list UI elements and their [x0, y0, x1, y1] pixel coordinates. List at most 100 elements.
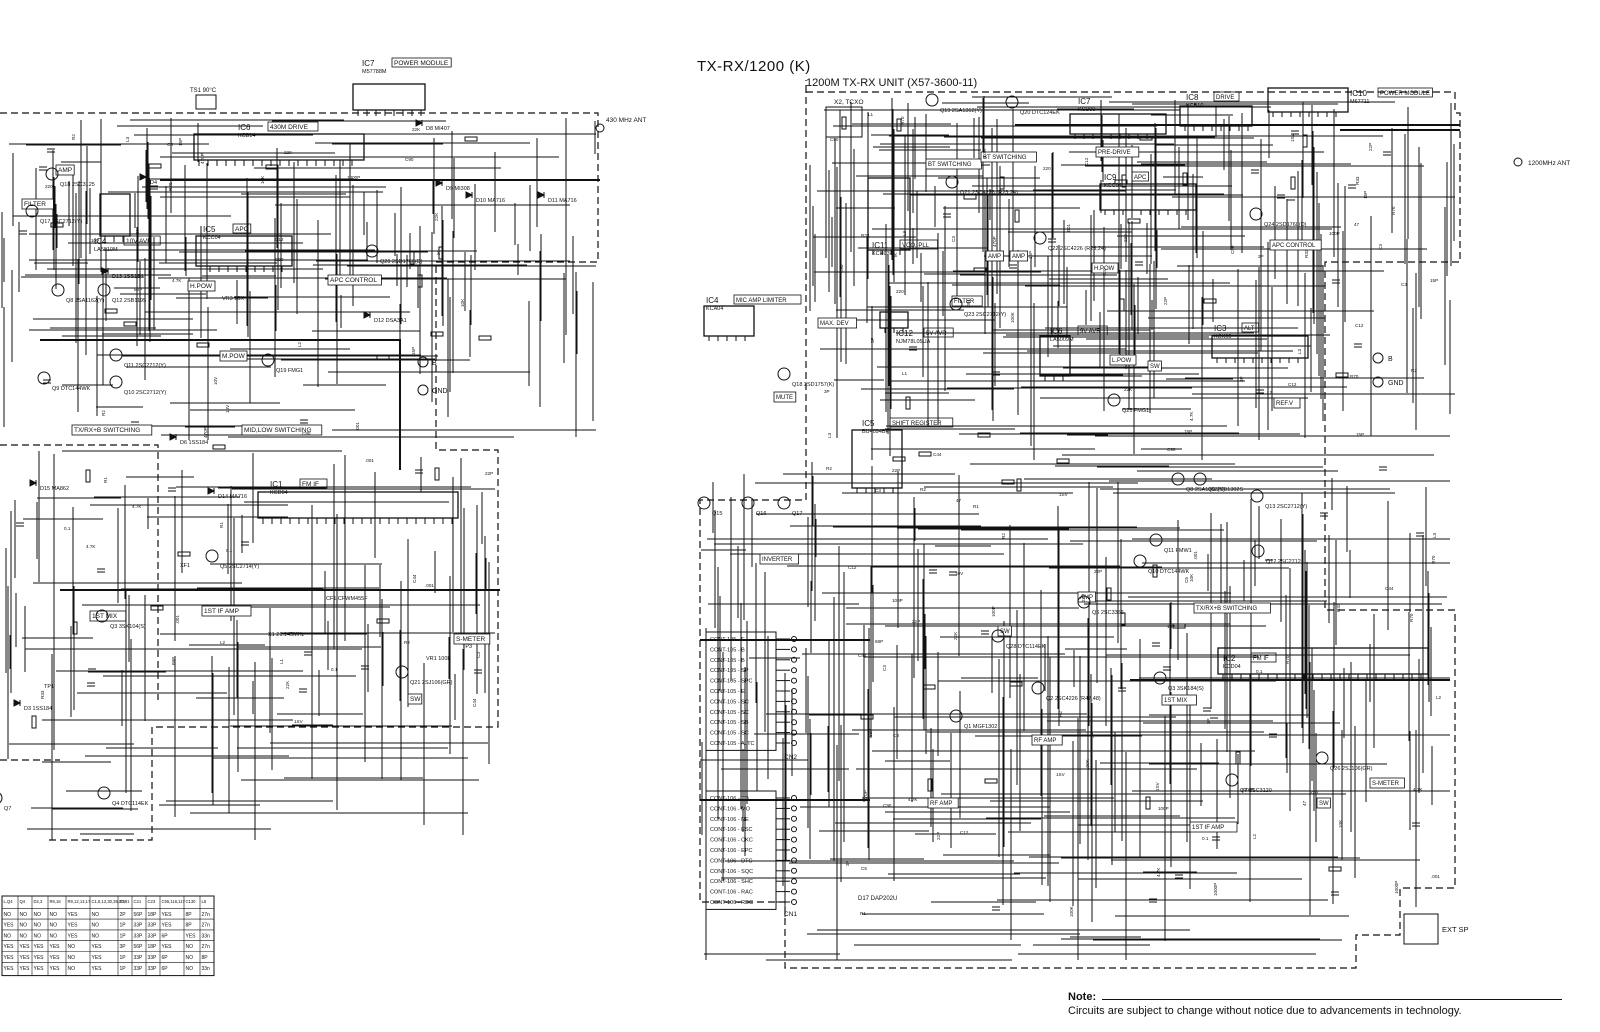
component-value-text: 22P	[1081, 594, 1086, 602]
component-value-text: R1	[219, 522, 224, 528]
left-transistor-label: Q8 2SA1162(Y)	[66, 298, 105, 304]
variant-table-cell: NO	[186, 955, 194, 961]
resistor-symbol	[1009, 681, 1023, 687]
left-b-terminal	[417, 356, 429, 368]
resistor-symbol	[409, 251, 415, 265]
right-function-tag-box	[759, 553, 799, 565]
resistor-body	[860, 714, 874, 720]
capacitor-symbol	[1291, 130, 1299, 135]
component-value-text: 22K	[1124, 387, 1133, 392]
left-ic-tag: FM IF	[302, 481, 319, 488]
variant-table-cell: 6P	[162, 966, 169, 972]
component-value-text: L1	[279, 658, 284, 664]
component-value-text: L3	[827, 432, 832, 438]
board-outlines	[0, 80, 1461, 969]
left-ic-ref: IC4	[94, 237, 107, 246]
left-diode-label: D13 1SS184	[112, 274, 143, 280]
resistor-body	[1120, 612, 1126, 626]
resistor-symbol	[265, 164, 279, 170]
resistor-symbol	[973, 267, 987, 273]
right-transistor-label: Q9 2SB1302S	[1208, 487, 1243, 493]
component-value-text: 4.7K	[1413, 787, 1423, 792]
right-transistor-label: Q26 2SJ106(GR)	[1330, 766, 1373, 772]
component-value-text: C3	[476, 652, 481, 658]
component-value-text: 1SV	[1290, 132, 1295, 142]
component-value-text: 220	[1102, 268, 1107, 276]
variant-table-cell: NO	[34, 912, 42, 918]
right-function-tag: BT SWITCHING	[928, 162, 972, 168]
right-transistor-label: Q20 DTC124EK	[1020, 110, 1060, 116]
variant-table-cell: NO	[20, 923, 28, 929]
right-transistor-label: Q21 2SC4226 (R23,24)	[960, 190, 1018, 196]
resistor-symbol	[1139, 135, 1153, 141]
component-value-text: 470P	[992, 236, 997, 247]
variant-table-cell: 1P	[120, 955, 127, 961]
left-transistor-label: Q4 DTC114EK	[112, 801, 149, 807]
component-value-text: R2	[71, 134, 76, 140]
variant-table-header: C55,116,117	[162, 899, 186, 904]
right-ic-ref: IC2	[1223, 654, 1236, 663]
component-value-text: L3	[125, 136, 130, 142]
transistor-symbol	[925, 93, 939, 107]
connector-pin-contact	[791, 636, 797, 642]
variant-table-cell: 2P	[120, 912, 127, 918]
component-value-text: 3P	[824, 389, 830, 394]
left-function-tag: 1ST IF AMP	[204, 608, 239, 615]
right-function-tag: MAX. DEV	[820, 321, 849, 327]
component-value-text: 0.1	[331, 667, 338, 672]
variant-table-cell: NO	[92, 933, 100, 939]
component-value-text: 470P	[203, 427, 208, 438]
right-transistor-label: Q6 2SC3356	[1092, 610, 1124, 616]
component-value-text: 15P	[1184, 429, 1192, 434]
component-value-text: 22P	[1094, 569, 1102, 574]
left-transistor-label: Q17 2SC2712(Y)	[40, 219, 82, 225]
component-value-text: R1	[860, 911, 866, 916]
capacitor-symbol	[47, 148, 55, 153]
capacitor-symbol	[1412, 822, 1420, 827]
left-ic-ic5	[195, 235, 293, 267]
connector-pin-contact	[791, 899, 797, 905]
component-value-text: 4.7K	[1189, 411, 1194, 421]
component-value-text: C44	[933, 452, 942, 457]
right-function-tag-box	[1109, 354, 1137, 366]
resistor-body	[1009, 681, 1023, 687]
resistor-body	[1328, 866, 1342, 872]
transistor-symbol	[51, 283, 65, 297]
resistor-symbol	[1152, 564, 1158, 578]
component-value-text: 4.7K	[908, 797, 918, 802]
component-value-text: C90	[883, 803, 892, 808]
resistor-body	[1016, 478, 1022, 492]
resistor-body	[1302, 134, 1308, 148]
resistor-symbol	[376, 355, 390, 361]
transistor-symbol	[109, 348, 123, 362]
transistor-symbol	[949, 297, 963, 311]
left-gnd-terminal	[417, 384, 429, 396]
connector-pin-label: CONT-105 - E	[710, 689, 745, 695]
component-value-text: 22P	[1368, 143, 1373, 151]
component-value-text: C90	[839, 264, 844, 273]
component-value-text: 220	[1310, 790, 1318, 795]
transistor-symbol	[1033, 231, 1047, 245]
component-value-text: C90	[830, 137, 839, 142]
component-value-text: 220	[45, 184, 53, 189]
right-gnd-terminal	[1372, 376, 1384, 388]
component-value-text: R33	[1355, 176, 1360, 185]
component-value-text: .001	[1431, 874, 1440, 879]
resistor-symbol	[1056, 458, 1070, 464]
left-transistor-label: Q7	[4, 806, 11, 812]
resistor-symbol	[984, 778, 998, 784]
left-transistor-label: Q20 2SD1760(D)	[380, 259, 423, 265]
resistor-symbol	[417, 274, 423, 288]
right-function-tag: FILTER	[954, 299, 975, 305]
right-transistor-label: Q24 2SD1760(D)	[1264, 222, 1307, 228]
variant-table-cell: 1P	[120, 933, 127, 939]
left-function-tag: APC CONTROL	[330, 277, 377, 284]
right-function-tag: BT SWITCHING	[983, 155, 1027, 161]
left-ic-tag: POWER MODULE	[394, 60, 449, 67]
transistor-symbol	[1249, 207, 1263, 221]
right-ic-part: KCB09	[1078, 107, 1095, 113]
resistor-symbol	[922, 684, 936, 690]
diode-symbol	[139, 173, 148, 181]
variant-table-cell: YES	[162, 923, 173, 929]
